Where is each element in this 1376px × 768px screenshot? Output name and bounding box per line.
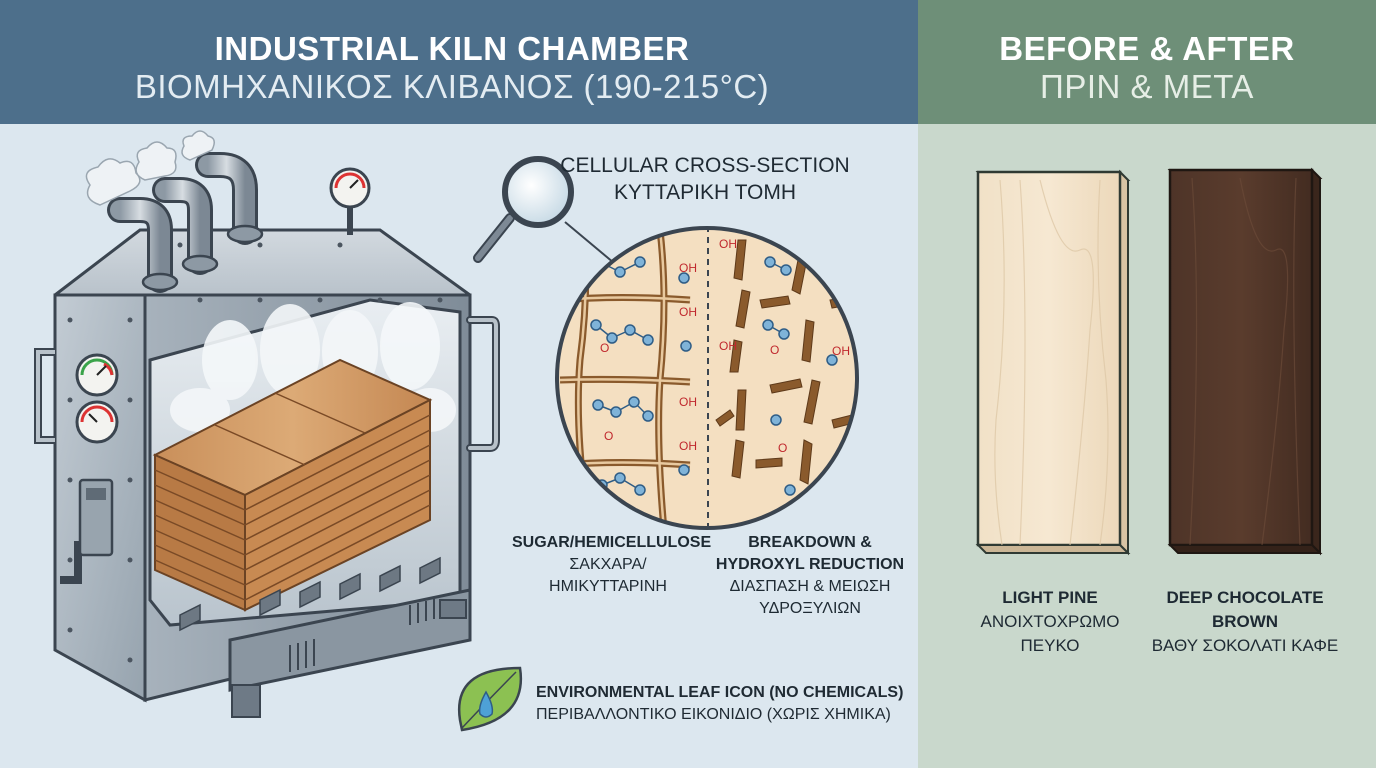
o-label: O xyxy=(770,343,779,357)
light-pine-board xyxy=(975,169,1131,556)
base-vents xyxy=(289,599,435,672)
kiln-subtitle: ΒΙΟΜΗΧΑΝΙΚΟΣ ΚΛΙΒΑΝΟΣ (190-215°C) xyxy=(134,68,770,105)
board-comparison xyxy=(975,167,1323,556)
o-label: O xyxy=(778,441,787,455)
cross-section-border xyxy=(555,226,859,530)
molecule-nodes xyxy=(590,256,838,496)
leaf-caption-en: ENVIRONMENTAL LEAF ICON (NO CHEMICALS) xyxy=(536,684,904,701)
breakdown-caption-gr-2: ΥΔΡΟΞΥΛΙΩΝ xyxy=(759,600,861,617)
oh-label: OH xyxy=(719,237,737,251)
leaf-icon xyxy=(457,666,523,732)
before-board-caption: LIGHT PINE ΑΝΟΙΧΤΟΧΡΩΜΟ ΠΕΥΚΟ xyxy=(960,586,1140,658)
comparison-title: BEFORE & AFTER xyxy=(999,30,1295,67)
breakdown-caption-en-2: HYDROXYL REDUCTION xyxy=(715,556,905,573)
oh-label: OH xyxy=(679,439,697,453)
water-drop-icon xyxy=(478,690,494,718)
sugar-caption-en: SUGAR/HEMICELLULOSE xyxy=(512,534,712,551)
door-handle xyxy=(466,316,500,452)
leaf-caption-gr: ΠΕΡΙΒΑΛΛΟΝΤΙΚΟ ΕΙΚΟΝΙΔΙΟ (ΧΩΡΙΣ ΧΗΜΙΚΑ) xyxy=(536,706,891,723)
oh-label: OH xyxy=(679,395,697,409)
kiln-illustration: OH OH OH OH OH OH OH OH O O O O xyxy=(34,130,859,732)
leaf-caption: ENVIRONMENTAL LEAF ICON (NO CHEMICALS) Π… xyxy=(536,682,903,726)
comparison-header: BEFORE & AFTER ΠΡΙΝ & ΜΕΤΑ xyxy=(918,0,1376,124)
kiln-foot xyxy=(231,684,261,718)
cellular-cross-section: OH OH OH OH OH OH OH OH O O O O xyxy=(557,228,857,528)
kiln-foot xyxy=(439,599,467,619)
exhaust-pipes xyxy=(107,152,264,293)
comparison-subtitle: ΠΡΙΝ & ΜΕΤΑ xyxy=(1040,68,1254,105)
light-pine-label-gr-1: ΑΝΟΙΧΤΟΧΡΩΜΟ xyxy=(980,612,1120,631)
kiln-title: INDUSTRIAL KILN CHAMBER xyxy=(214,30,690,67)
magnifier-icon xyxy=(473,156,574,263)
after-molecule-caption: BREAKDOWN & HYDROXYL REDUCTION ΔΙΑΣΠΑΣΗ … xyxy=(712,532,908,620)
oh-label: OH xyxy=(679,261,697,275)
oh-label: OH xyxy=(816,257,834,271)
wood-stack xyxy=(152,358,433,612)
chocolate-brown-board xyxy=(1167,167,1323,556)
sugar-caption-gr: ΣΑΚΧΑΡΑ/ΗΜΙΚΥΤΤΑΡΙΝΗ xyxy=(549,556,667,595)
cross-section-title-en: CELLULAR CROSS-SECTION xyxy=(560,154,850,177)
cross-section-title: CELLULAR CROSS-SECTION ΚΥΤΤΑΡΙΚΗ ΤΟΜΗ xyxy=(560,152,850,206)
deep-chocolate-label-1: DEEP CHOCOLATE xyxy=(1166,588,1324,607)
breakdown-caption-en-1: BREAKDOWN & xyxy=(748,534,872,551)
rivets xyxy=(67,242,443,663)
oh-label: OH xyxy=(832,344,850,358)
top-pressure-gauge-icon xyxy=(329,167,371,235)
deep-chocolate-label-2: BROWN xyxy=(1211,612,1279,631)
before-molecule-caption: SUGAR/HEMICELLULOSE ΣΑΚΧΑΡΑ/ΗΜΙΚΥΤΤΑΡΙΝΗ xyxy=(512,532,712,598)
light-pine-label-gr-2: ΠΕΥΚΟ xyxy=(1020,636,1080,655)
breakdown-caption-gr-1: ΔΙΑΣΠΑΣΗ & ΜΕΙΩΣΗ xyxy=(729,578,891,595)
light-pine-label: LIGHT PINE xyxy=(1002,588,1098,607)
oh-label: OH xyxy=(679,305,697,319)
o-label: O xyxy=(604,429,613,443)
deep-chocolate-label-gr: ΒΑΘΥ ΣΟΚΟΛΑΤΙ ΚΑΦΕ xyxy=(1151,636,1339,655)
control-panel-icon xyxy=(78,478,114,557)
o-label: O xyxy=(600,341,609,355)
after-board-caption: DEEP CHOCOLATE BROWN ΒΑΘΥ ΣΟΚΟΛΑΤΙ ΚΑΦΕ xyxy=(1144,586,1346,658)
cross-section-title-gr: ΚΥΤΤΑΡΙΚΗ ΤΟΜΗ xyxy=(613,181,797,204)
kiln-header: INDUSTRIAL KILN CHAMBER ΒΙΟΜΗΧΑΝΙΚΟΣ ΚΛΙ… xyxy=(0,0,918,124)
exhaust-steam xyxy=(85,130,215,206)
temperature-gauge-icon xyxy=(75,353,119,397)
pressure-gauge-icon xyxy=(75,400,119,444)
oh-label: OH xyxy=(719,339,737,353)
floor-grates xyxy=(179,556,441,632)
